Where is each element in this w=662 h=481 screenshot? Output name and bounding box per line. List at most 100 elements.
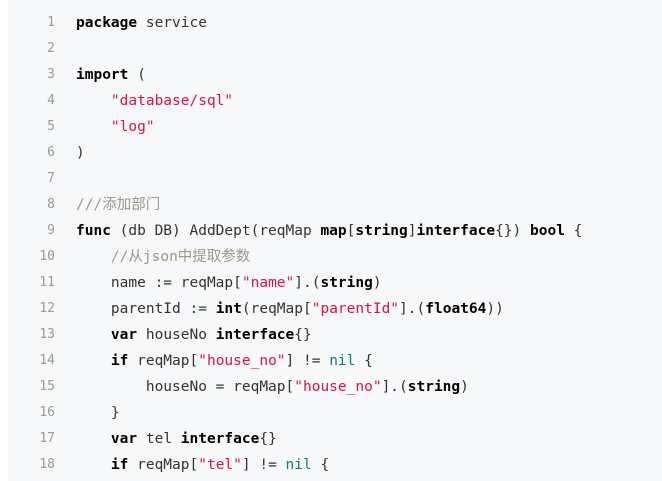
line-number: 6 <box>47 145 55 160</box>
code-token: string <box>320 275 373 291</box>
code-token: "database/sql" <box>110 93 234 109</box>
code-text: name := reqMap["name"].(string) <box>76 270 382 296</box>
code-token: var <box>110 327 138 343</box>
line-number-gutter <box>8 0 64 481</box>
code-line: 17 var tel interface{} <box>8 426 662 452</box>
code-token: ].( <box>381 379 408 395</box>
code-token: ) <box>460 379 469 395</box>
code-text: parentId := int(reqMap["parentId"].(floa… <box>76 296 504 322</box>
code-token: int <box>215 301 242 317</box>
code-token: ] <box>407 223 417 239</box>
code-token: ] != <box>241 457 286 473</box>
code-line: 5 "log" <box>8 114 662 140</box>
code-line: 2 <box>8 36 662 62</box>
code-token <box>76 119 111 135</box>
code-text: } <box>76 400 120 426</box>
code-token <box>76 249 111 265</box>
code-line: 14 if reqMap["house_no"] != nil { <box>8 348 662 374</box>
line-number: 4 <box>47 93 55 108</box>
code-token: ) <box>76 145 85 161</box>
code-line: 9 func (db DB) AddDept(reqMap map[string]… <box>8 218 662 244</box>
code-token: houseNo = reqMap[ <box>76 379 295 395</box>
code-token: var <box>110 431 138 447</box>
line-number: 3 <box>47 67 55 82</box>
code-line: 7 <box>8 166 662 192</box>
code-line: 11 name := reqMap["name"].(string) <box>8 270 662 296</box>
code-viewer[interactable]: 1 package service 2 3 import (4 "database/sq… <box>8 0 662 481</box>
line-number: 8 <box>47 197 55 212</box>
code-token: float64 <box>425 301 487 317</box>
code-text: "database/sql" <box>76 88 233 114</box>
code-line: 4 "database/sql" <box>8 88 662 114</box>
code-token: tel <box>137 431 181 447</box>
code-token: service <box>137 15 207 31</box>
code-token: ) <box>372 275 382 291</box>
code-text: func (db DB) AddDept(reqMap map[string]i… <box>76 218 582 244</box>
code-token: {} <box>294 327 312 343</box>
code-token: name := reqMap[ <box>76 275 242 291</box>
code-line: 13 var houseNo interface{} <box>8 322 662 348</box>
code-token: { <box>355 353 373 369</box>
code-line: 18 if reqMap["tel"] != nil { <box>8 452 662 478</box>
code-token: "log" <box>110 119 155 135</box>
code-token: ].( <box>399 301 426 317</box>
line-number: 12 <box>39 301 55 316</box>
line-number: 15 <box>39 379 55 394</box>
code-token: interface <box>215 327 295 343</box>
code-token: )) <box>486 301 504 317</box>
code-text: houseNo = reqMap["house_no"].(string) <box>76 374 469 400</box>
code-token: "house_no" <box>198 353 286 369</box>
code-text: if reqMap["house_no"] != nil { <box>76 348 373 374</box>
code-line: 8 ///添加部门 <box>8 192 662 218</box>
line-number: 13 <box>39 327 55 342</box>
line-number: 1 <box>47 15 55 30</box>
code-token: { <box>564 223 583 239</box>
code-token: interface <box>416 223 496 239</box>
code-token: string <box>407 379 461 395</box>
line-number: 9 <box>47 223 55 238</box>
code-token: (reqMap[ <box>241 301 312 317</box>
code-line: 10 //从json中提取参数 <box>8 244 662 270</box>
code-text: "log" <box>76 114 155 140</box>
code-token: { <box>311 457 330 473</box>
code-token: parentId := <box>76 301 216 317</box>
code-text: //从json中提取参数 <box>76 244 250 270</box>
code-line: 6) <box>8 140 662 166</box>
code-text: if reqMap["tel"] != nil { <box>76 452 329 478</box>
code-token: ///添加部门 <box>76 197 161 213</box>
code-token: nil <box>285 457 312 473</box>
code-token: (db DB) AddDept(reqMap <box>110 223 321 239</box>
code-token: } <box>76 405 120 421</box>
code-token: reqMap[ <box>128 353 199 369</box>
code-text: ///添加部门 <box>76 192 160 218</box>
code-line: 1 package service <box>8 10 662 36</box>
code-token: "house_no" <box>294 379 382 395</box>
code-token: import <box>76 67 129 83</box>
code-token: houseNo <box>137 327 216 343</box>
line-number: 17 <box>39 431 55 446</box>
code-line: 16 } <box>8 400 662 426</box>
line-number: 18 <box>39 457 55 472</box>
line-number: 14 <box>39 353 55 368</box>
line-number: 2 <box>47 41 55 56</box>
code-token: ( <box>128 67 146 83</box>
code-token <box>76 353 111 369</box>
code-token <box>76 93 111 109</box>
code-token: string <box>355 223 408 239</box>
code-token <box>76 327 111 343</box>
code-token: [ <box>346 223 356 239</box>
line-number: 16 <box>39 405 55 420</box>
code-token: map <box>320 223 347 239</box>
code-token: ].( <box>294 275 321 291</box>
code-token <box>76 457 111 473</box>
code-token: nil <box>329 353 356 369</box>
code-token: interface <box>180 431 260 447</box>
code-token: reqMap[ <box>128 457 199 473</box>
code-token: "tel" <box>198 457 242 473</box>
code-token: if <box>110 457 129 473</box>
code-text: package service <box>76 10 207 36</box>
code-token: func <box>76 223 111 239</box>
code-token: {} <box>259 431 277 447</box>
code-text: var tel interface{} <box>76 426 277 452</box>
code-line: 12 parentId := int(reqMap["parentId"].(f… <box>8 296 662 322</box>
